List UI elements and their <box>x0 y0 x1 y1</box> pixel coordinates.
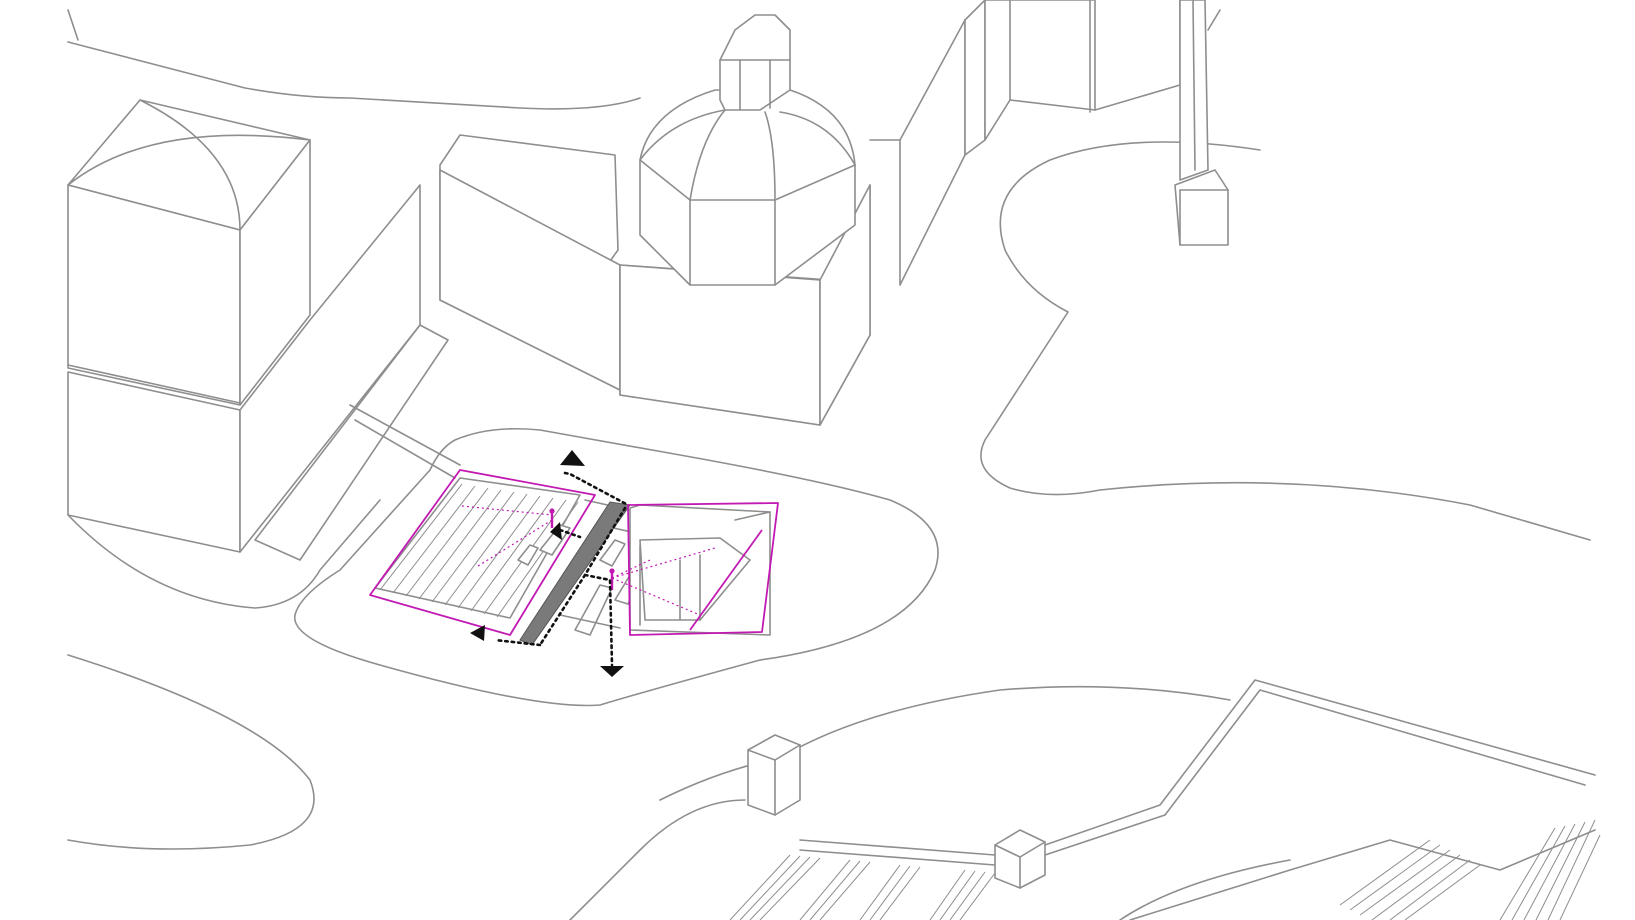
left-seating-steps <box>374 477 581 619</box>
right-stage-box <box>629 504 771 636</box>
sunken-theatre-intervention <box>369 469 779 646</box>
monument-column <box>1174 0 1229 246</box>
arrow-head-west <box>470 625 485 641</box>
central-plaza-island <box>294 427 939 707</box>
arrow-head-north <box>560 450 585 466</box>
terrace-stairs-right <box>1339 819 1601 920</box>
sight-lines <box>461 505 716 616</box>
terrace-stairs-center <box>729 854 996 920</box>
circulation-arrows <box>470 450 630 677</box>
arrow-head-inner <box>550 522 562 540</box>
domed-church <box>439 14 871 426</box>
left-vaulted-building <box>67 9 461 561</box>
arrow-head-south <box>600 666 624 677</box>
stepped-terrace-bottom <box>729 679 1601 920</box>
intervention-outlines <box>369 469 779 636</box>
viewpoint-markers <box>549 508 615 590</box>
street-curves <box>67 41 1591 920</box>
